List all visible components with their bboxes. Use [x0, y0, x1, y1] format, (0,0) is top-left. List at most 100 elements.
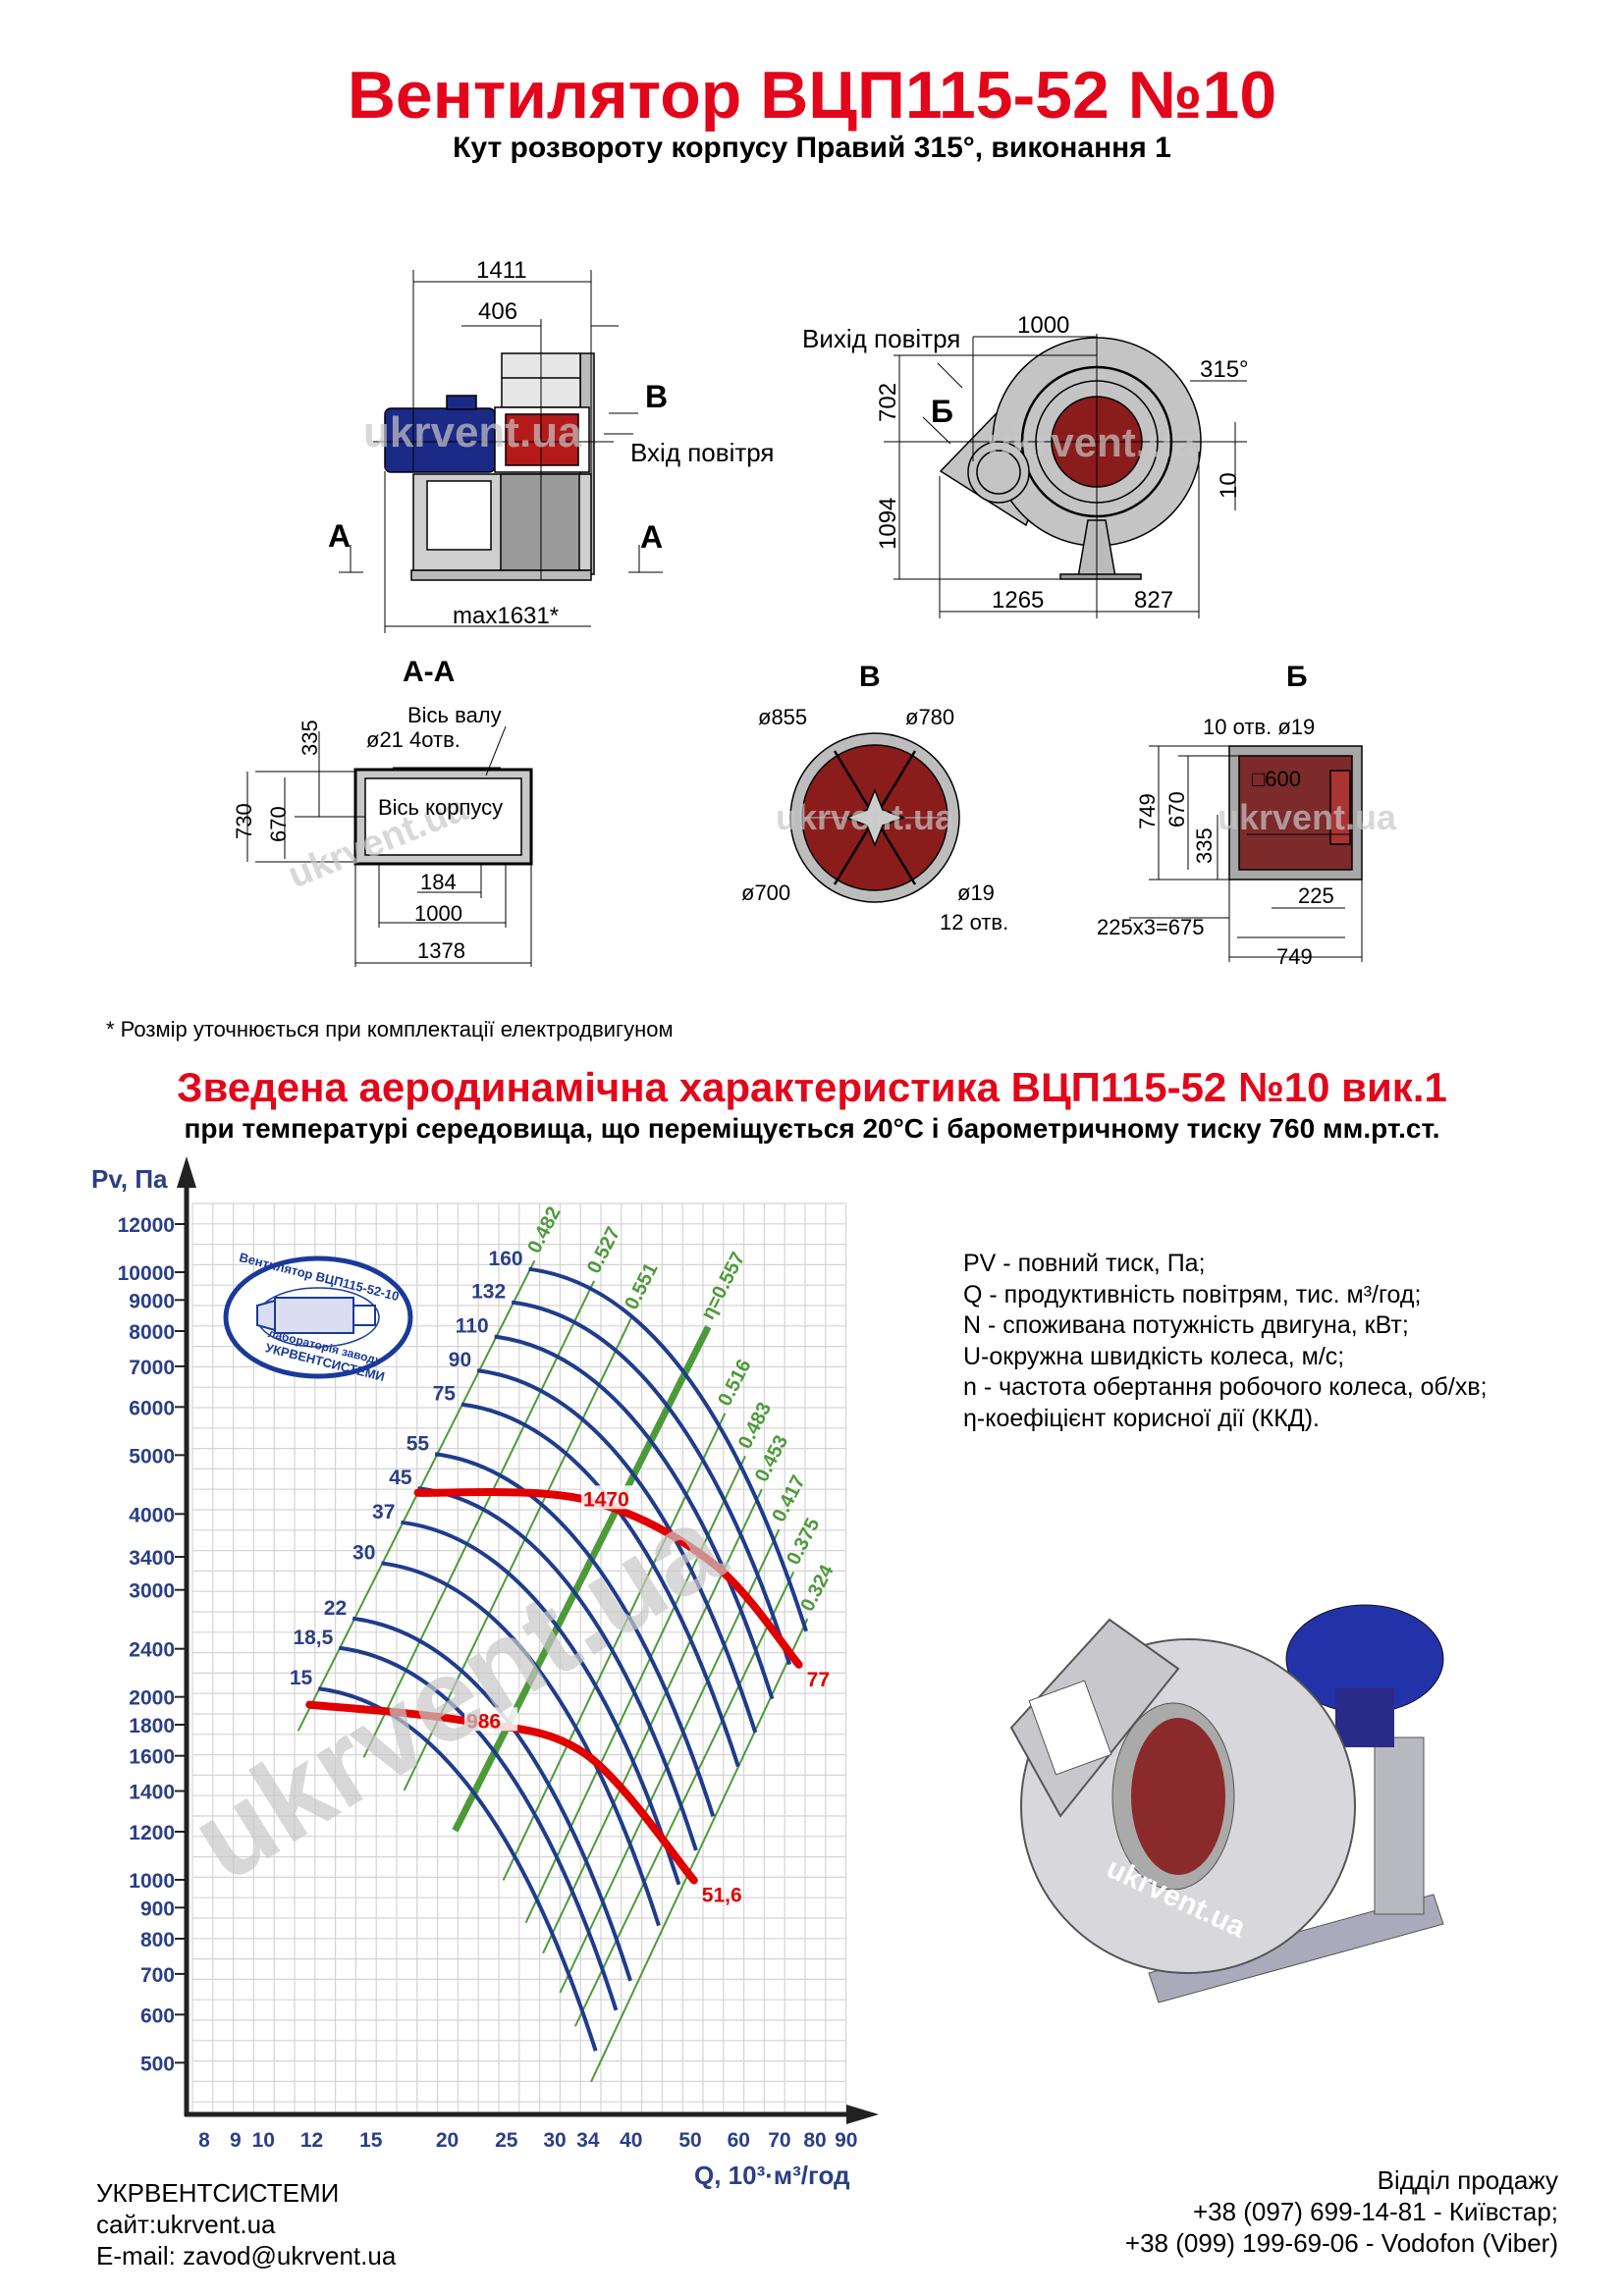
rpm-label: 1470: [583, 1488, 629, 1511]
dim-d700: ø700: [741, 881, 791, 905]
x-tick-label: 60: [728, 2129, 750, 2152]
pressure-curve: [317, 1686, 598, 2052]
technical-drawings: ukrvent.ua ukrvent.ua ukrvent.ua ukrvent…: [246, 270, 1397, 967]
pressure-curve: [417, 1486, 698, 1851]
efficiency-line: [542, 1488, 763, 1954]
section-mark-a-left: А: [328, 518, 352, 554]
outlet-label: Вихід повітря: [802, 324, 961, 353]
y-tick-label: 900: [140, 1897, 175, 1920]
efficiency-line: [559, 1528, 781, 1994]
holes-label: 10 отв. ø19: [1203, 715, 1316, 739]
speed-label-bg: [581, 1485, 635, 1510]
chart-title: Зведена аеродинамічна характеристика ВЦП…: [177, 1064, 1447, 1110]
y-axis-arrow-icon: [177, 1156, 196, 1188]
dim-406: 406: [478, 298, 518, 325]
efficiency-label: 0.324: [796, 1561, 839, 1615]
company-site: сайт:ukrvent.ua: [96, 2210, 276, 2239]
chart-subtitle: при температурі середовища, що переміщує…: [184, 1113, 1440, 1144]
efficiency-line: [573, 1572, 795, 2027]
speed-curve: [305, 1700, 698, 1885]
legend: PV - повний тиск, Па; Q - продуктивність…: [963, 1249, 1488, 1434]
efficiency-label: 0.527: [583, 1223, 624, 1277]
y-tick-label: 6000: [129, 1397, 175, 1419]
legend-item: U-окружна швидкість колеса, м/с;: [963, 1342, 1345, 1370]
pressure-curve: [401, 1520, 681, 1886]
legend-item: N - споживана потужність двигуна, кВт;: [963, 1311, 1409, 1339]
view-b-title: Б: [1286, 661, 1308, 693]
power-label: 15: [290, 1667, 313, 1689]
y-tick-label: 4000: [129, 1504, 175, 1526]
dim-max1631: max1631*: [453, 603, 560, 629]
efficiency-line: [590, 1618, 809, 2083]
section-aa-title: А-А: [403, 656, 456, 688]
efficiency-line: [403, 1316, 633, 1791]
side-view-drawing: [339, 270, 663, 633]
dim-827: 827: [1134, 587, 1174, 614]
x-tick-label: 90: [835, 2129, 857, 2152]
efficiency-label: 0.482: [523, 1203, 565, 1257]
efficiency-line: [362, 1280, 596, 1758]
pressure-curve: [511, 1300, 792, 1666]
dim-d19: ø19: [957, 881, 995, 905]
inlet-label: Вхід повітря: [630, 438, 775, 467]
dim-184: 184: [420, 870, 457, 894]
efficiency-line: [502, 1413, 727, 1881]
y-axis-label: Pv, Па: [91, 1164, 168, 1194]
page-subtitle: Кут розвороту корпусу Правий 315°, викон…: [453, 132, 1171, 164]
pressure-curve: [434, 1452, 716, 1817]
body-axis-label: Вісь корпусу: [378, 795, 504, 820]
x-tick-label: 70: [768, 2129, 790, 2152]
power-label: 22: [324, 1597, 347, 1620]
view-b-drawing: [1129, 745, 1363, 962]
x-tick-label: 40: [620, 2129, 642, 2152]
rpm-label: 986: [466, 1710, 501, 1733]
sales-phone-1: +38 (097) 699-14-81 - Київстар;: [1192, 2197, 1558, 2226]
sales-phone-2: +38 (099) 199-69-06 - Vodofon (Viber): [1124, 2228, 1558, 2258]
axis-ticks: 1200010000900080007000600050004000340030…: [118, 1214, 858, 2152]
y-tick-label: 1800: [129, 1715, 175, 1737]
section-aa-drawing: [246, 725, 533, 967]
y-tick-label: 1000: [129, 1870, 175, 1893]
dim-225: 225: [1298, 883, 1334, 908]
pressure-curve: [494, 1334, 775, 1700]
power-label: 110: [456, 1315, 489, 1338]
speed-label-bg: [464, 1707, 518, 1732]
x-tick-label: 12: [300, 2129, 323, 2152]
x-tick-label: 20: [436, 2129, 459, 2152]
company-name: УКРВЕНТСИСТЕМИ: [96, 2178, 340, 2208]
x-tick-label: 80: [803, 2129, 826, 2152]
dim-1378: 1378: [417, 938, 465, 963]
y-tick-label: 9000: [129, 1290, 175, 1312]
x-tick-label: 25: [495, 2129, 518, 2152]
dim-1000: 1000: [1017, 312, 1070, 339]
footnote: * Розмір уточнюється при комплектації ел…: [106, 1017, 674, 1041]
sales-title: Відділ продажу: [1377, 2165, 1558, 2195]
x-tick-label: 9: [230, 2129, 242, 2152]
power-label: 30: [352, 1541, 375, 1564]
x-tick-label: 8: [198, 2129, 210, 2152]
page-title: Вентилятор ВЦП115-52 №10: [347, 58, 1277, 133]
y-tick-label: 12000: [118, 1214, 175, 1237]
pressure-curve: [381, 1561, 661, 1927]
x-tick-label: 15: [359, 2129, 383, 2152]
dim-sq600: □600: [1252, 767, 1301, 791]
y-tick-label: 5000: [129, 1445, 175, 1468]
power-label: 55: [406, 1432, 430, 1455]
front-view-drawing: [884, 334, 1247, 618]
y-tick-label: 1600: [129, 1746, 175, 1769]
speed-curve: [413, 1488, 803, 1669]
y-tick-label: 1400: [129, 1782, 175, 1804]
power-label: 18,5: [293, 1627, 333, 1649]
section-mark-v: В: [645, 379, 669, 414]
end-label: 77: [807, 1669, 830, 1691]
legend-item: η-коефіцієнт корисної дії (ККД).: [963, 1404, 1320, 1432]
dim-d780: ø780: [905, 705, 955, 729]
pressure-curve: [528, 1266, 808, 1632]
efficiency-label: 0.516: [714, 1356, 755, 1410]
legend-item: n - частота обертання робочого колеса, о…: [963, 1373, 1488, 1401]
dim-1265: 1265: [992, 587, 1045, 614]
watermark: ukrvent.ua: [363, 408, 582, 456]
x-tick-label: 30: [543, 2129, 566, 2152]
